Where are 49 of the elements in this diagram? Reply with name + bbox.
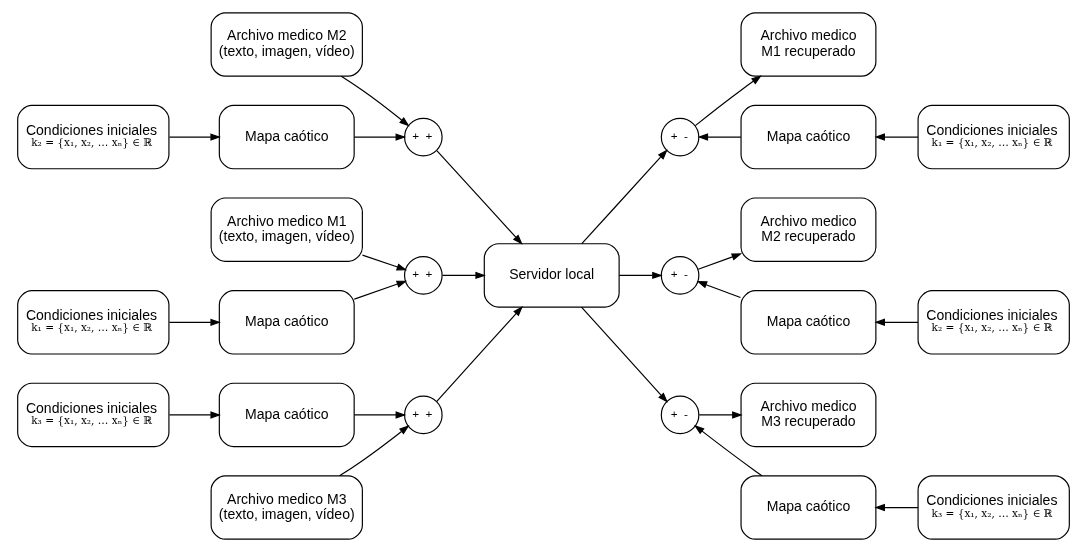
arrow [694,424,763,477]
node-box: Archivo medico M3 (texto, imagen, vídeo) [210,475,363,540]
arrow [436,305,523,403]
node-box: Archivo medico M2 recuperado [740,197,877,262]
arrow [353,280,408,300]
node-box: Condiciones iniciales k₂ = {x₁, x₂, … xₙ} ∈ ℝ [17,104,170,170]
node-box: Mapa caótico [740,475,877,540]
arrow [874,133,919,141]
node-box: Archivo medico M1 (texto, imagen, vídeo) [210,197,363,262]
arrow [580,306,668,403]
arrow [581,149,668,245]
node-circle: + - [660,395,700,435]
arrow [168,318,221,326]
node-box: Condiciones iniciales k₁ = {x₁, x₂, … xₙ} ∈ ℝ [917,104,1070,170]
arrow [339,425,410,477]
arrow [361,254,408,271]
arrow [697,133,742,141]
node-circle: + + [404,395,443,435]
node-box: Condiciones iniciales k₃ = {x₁, x₂, … xₙ} ∈ ℝ [917,475,1070,540]
arrow [340,75,410,127]
arrow [697,253,743,270]
arrow [353,133,407,141]
node-circle: + + [404,256,443,295]
node-box: Condiciones iniciales k₁ = {x₁, x₂, … xₙ} ∈ ℝ [17,290,170,355]
arrow [353,411,407,419]
arrow [694,75,762,127]
node-box: Condiciones iniciales k₂ = {x₁, x₂, … xₙ} ∈ ℝ [917,290,1070,355]
node-box: Mapa caótico [740,104,877,170]
node-box: Mapa caótico [218,104,355,170]
arrow [436,150,523,245]
arrow [874,503,919,512]
node-box: Archivo medico M2 (texto, imagen, vídeo) [210,12,363,77]
arrow [168,133,221,141]
node-box: Condiciones iniciales k₃ = {x₁, x₂, … xₙ} ∈ ℝ [17,382,170,448]
node-circle: + + [404,117,443,157]
node-circle: + - [660,117,700,157]
arrow [696,281,742,299]
node-box: Mapa caótico [740,290,877,355]
node-box: Servidor local [483,243,620,308]
arrow [618,271,663,280]
arrow [698,411,743,419]
node-box: Archivo medico M1 recuperado [740,12,877,77]
arrow [874,318,919,326]
node-box: Archivo medico M3 recuperado [740,382,877,448]
node-circle: + - [660,256,700,295]
arrow [168,411,221,419]
arrow [441,271,486,280]
node-box: Mapa caótico [218,290,355,355]
node-box: Mapa caótico [218,382,355,448]
